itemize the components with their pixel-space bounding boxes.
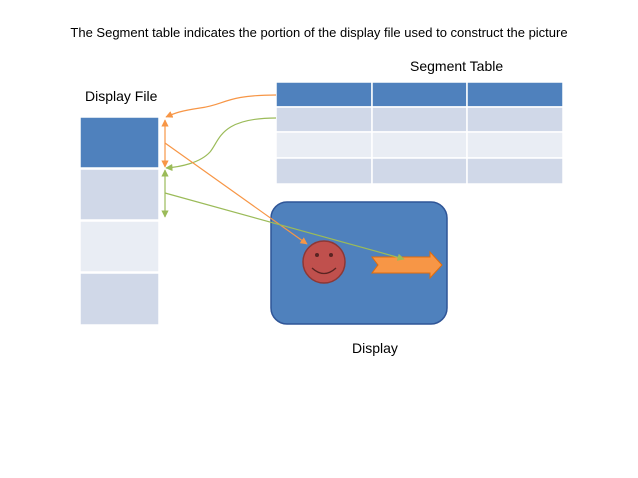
display-file [79,116,160,326]
segment-table-cell [466,157,564,185]
orange-display-connector [164,142,308,245]
green-display-connector [164,192,405,261]
segment-table-cell [371,131,468,159]
green-connector [165,117,277,172]
display-label: Display [352,340,398,356]
display-file-segment [79,272,160,326]
display-file-segment [79,168,160,221]
display-file-segment [79,116,160,169]
segment-table-cell [371,81,468,108]
segment-table-cell [275,106,373,133]
segment-table-cell [466,106,564,133]
segment-table-cell [275,131,373,159]
segment-table-label: Segment Table [410,58,504,74]
display-screen [270,201,448,325]
diagram-title: The Segment table indicates the portion … [70,25,568,40]
segment-table [275,81,564,185]
segment-table-cell [466,81,564,108]
display-file-segment [79,220,160,273]
display-file-label: Display File [85,88,158,104]
smiley-face-icon [302,240,346,284]
segment-table-cell [371,157,468,185]
orange-arrow-icon [371,250,443,280]
segment-table-cell [275,81,373,108]
segment-table-cell [371,106,468,133]
segment-table-cell [275,157,373,185]
orange-connector [165,94,277,118]
segment-table-cell [466,131,564,159]
